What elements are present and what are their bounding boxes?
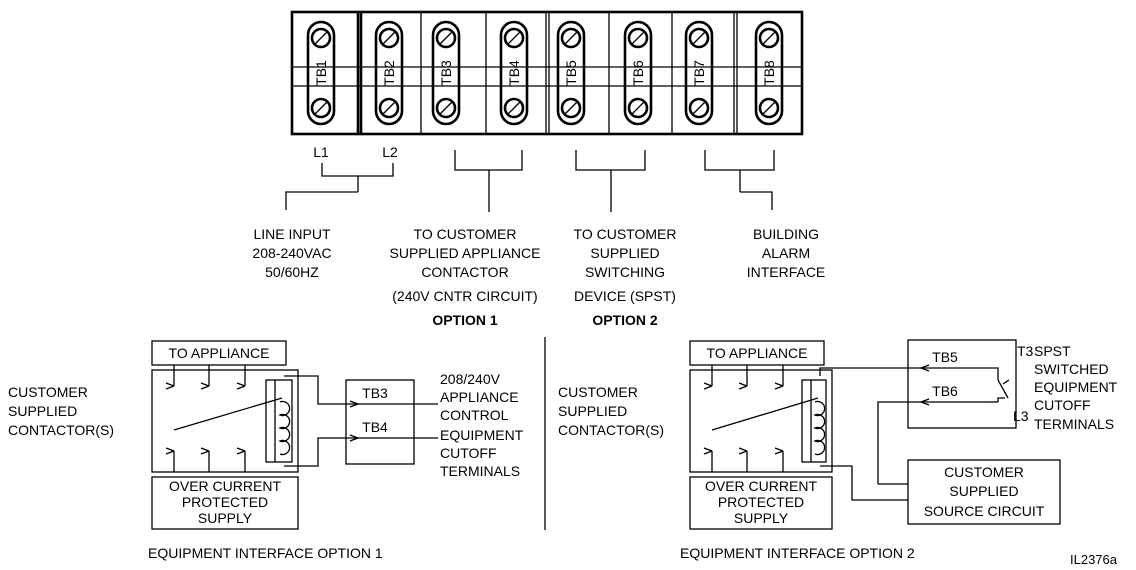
option2-terminals-label: SPST SWITCHED EQUIPMENT CUTOFF TERMINALS <box>1034 343 1118 432</box>
terminal-tb6: TB6 <box>623 20 653 126</box>
svg-text:208/240V: 208/240V <box>440 371 501 387</box>
option1-coil <box>278 400 291 456</box>
svg-text:CONTACTOR(S): CONTACTOR(S) <box>558 422 664 438</box>
svg-text:CUTOFF: CUTOFF <box>1034 397 1091 413</box>
option1-bracket <box>454 150 523 212</box>
svg-text:SUPPLIED: SUPPLIED <box>590 245 659 261</box>
svg-text:50/60HZ: 50/60HZ <box>265 264 319 280</box>
option2-diagram: TO APPLIANCE OVER CURRENT PROTECTED SUPP… <box>558 339 1118 561</box>
svg-text:BUILDING: BUILDING <box>753 226 819 242</box>
option2-caption: EQUIPMENT INTERFACE OPTION 2 <box>680 545 915 561</box>
tb4-label: TB4 <box>506 60 522 86</box>
appliance-contactor-label: TO CUSTOMER SUPPLIED APPLIANCE CONTACTOR… <box>390 226 541 328</box>
svg-text:PROTECTED: PROTECTED <box>718 494 804 510</box>
svg-text:SPST: SPST <box>1034 343 1071 359</box>
svg-text:SUPPLIED APPLIANCE: SUPPLIED APPLIANCE <box>390 245 541 261</box>
terminal-tb2: TB2 <box>374 20 404 126</box>
line-input-bracket <box>285 163 394 210</box>
option1-tb4: TB4 <box>362 419 388 435</box>
svg-text:EQUIPMENT: EQUIPMENT <box>1034 379 1118 395</box>
terminal-tb8: TB8 <box>754 20 784 126</box>
option2-bracket <box>575 150 646 212</box>
svg-text:CUSTOMER: CUSTOMER <box>8 384 88 400</box>
svg-text:SUPPLIED: SUPPLIED <box>558 403 627 419</box>
svg-text:208-240VAC: 208-240VAC <box>252 245 331 261</box>
option1-caption: EQUIPMENT INTERFACE OPTION 1 <box>148 545 383 561</box>
svg-text:CUTOFF: CUTOFF <box>440 445 497 461</box>
svg-text:SUPPLIED: SUPPLIED <box>8 403 77 419</box>
option1-diagram: TO APPLIANCE OVER CURRENT PROTECTED SUPP… <box>8 340 524 561</box>
option1-terminals-label: 208/240V APPLIANCE CONTROL EQUIPMENT CUT… <box>440 371 524 479</box>
option1-tb3: TB3 <box>362 385 388 401</box>
option2-contactor <box>689 369 833 473</box>
option2-contactor-label: CUSTOMER SUPPLIED CONTACTOR(S) <box>558 384 664 438</box>
svg-text:(240V CNTR CIRCUIT): (240V CNTR CIRCUIT) <box>392 288 537 304</box>
svg-text:OVER CURRENT: OVER CURRENT <box>169 478 281 494</box>
option1-to-appliance: TO APPLIANCE <box>169 345 270 361</box>
figure-id: IL2376a <box>1070 552 1118 567</box>
tb5-label: TB5 <box>563 60 579 86</box>
terminal-tb4: TB4 <box>499 20 529 126</box>
option2-source-circuit <box>907 459 1061 525</box>
svg-text:SUPPLIED: SUPPLIED <box>949 483 1018 499</box>
tb3-label: TB3 <box>438 60 454 86</box>
svg-text:LINE INPUT: LINE INPUT <box>253 226 330 242</box>
option2-to-appliance: TO APPLIANCE <box>707 345 808 361</box>
svg-text:TO CUSTOMER: TO CUSTOMER <box>414 226 517 242</box>
terminal-block <box>290 10 804 136</box>
svg-text:TERMINALS: TERMINALS <box>1034 416 1114 432</box>
l2-label: L2 <box>382 144 398 160</box>
tb1-label: TB1 <box>313 60 329 86</box>
terminal-tb5: TB5 <box>556 20 586 126</box>
tb6-label: TB6 <box>630 60 646 86</box>
svg-text:CUSTOMER: CUSTOMER <box>558 384 638 400</box>
alarm-bracket <box>704 150 775 210</box>
l1-label: L1 <box>313 144 329 160</box>
option2-t3: T3 <box>1017 343 1034 359</box>
svg-text:EQUIPMENT: EQUIPMENT <box>440 427 524 443</box>
building-alarm-label: BUILDING ALARM INTERFACE <box>747 226 826 280</box>
svg-text:APPLIANCE: APPLIANCE <box>440 389 519 405</box>
svg-text:SOURCE CIRCUIT: SOURCE CIRCUIT <box>924 503 1045 519</box>
option2-tb5: TB5 <box>932 349 958 365</box>
terminal-tb1: TB1 <box>306 20 336 126</box>
svg-text:INTERFACE: INTERFACE <box>747 264 826 280</box>
terminal-tb7: TB7 <box>684 20 714 126</box>
svg-text:OVER CURRENT: OVER CURRENT <box>705 478 817 494</box>
option2-title: OPTION 2 <box>592 312 658 328</box>
svg-text:DEVICE (SPST): DEVICE (SPST) <box>574 288 676 304</box>
svg-text:CONTACTOR: CONTACTOR <box>421 264 508 280</box>
tb8-label: TB8 <box>761 60 777 86</box>
svg-text:PROTECTED: PROTECTED <box>182 494 268 510</box>
svg-text:TERMINALS: TERMINALS <box>440 463 520 479</box>
svg-text:TO CUSTOMER: TO CUSTOMER <box>574 226 677 242</box>
svg-text:SUPPLY: SUPPLY <box>198 510 253 526</box>
tb2-label: TB2 <box>381 60 397 86</box>
svg-text:SUPPLY: SUPPLY <box>734 510 789 526</box>
option2-l3: L3 <box>1013 408 1029 424</box>
option2-tb6: TB6 <box>932 383 958 399</box>
tb7-label: TB7 <box>691 60 707 86</box>
option2-coil <box>813 400 826 456</box>
line-input-label: LINE INPUT 208-240VAC 50/60HZ <box>252 226 331 280</box>
svg-text:ALARM: ALARM <box>762 245 810 261</box>
svg-text:CUSTOMER: CUSTOMER <box>944 464 1024 480</box>
option1-contactor <box>151 369 299 473</box>
option1-title: OPTION 1 <box>432 312 498 328</box>
svg-text:CONTACTOR(S): CONTACTOR(S) <box>8 422 114 438</box>
terminal-tb3: TB3 <box>431 20 461 126</box>
svg-text:CONTROL: CONTROL <box>440 407 509 423</box>
option1-contactor-label: CUSTOMER SUPPLIED CONTACTOR(S) <box>8 384 114 438</box>
svg-text:SWITCHING: SWITCHING <box>585 264 665 280</box>
svg-text:SWITCHED: SWITCHED <box>1034 361 1109 377</box>
switching-device-label: TO CUSTOMER SUPPLIED SWITCHING DEVICE (S… <box>574 226 677 328</box>
